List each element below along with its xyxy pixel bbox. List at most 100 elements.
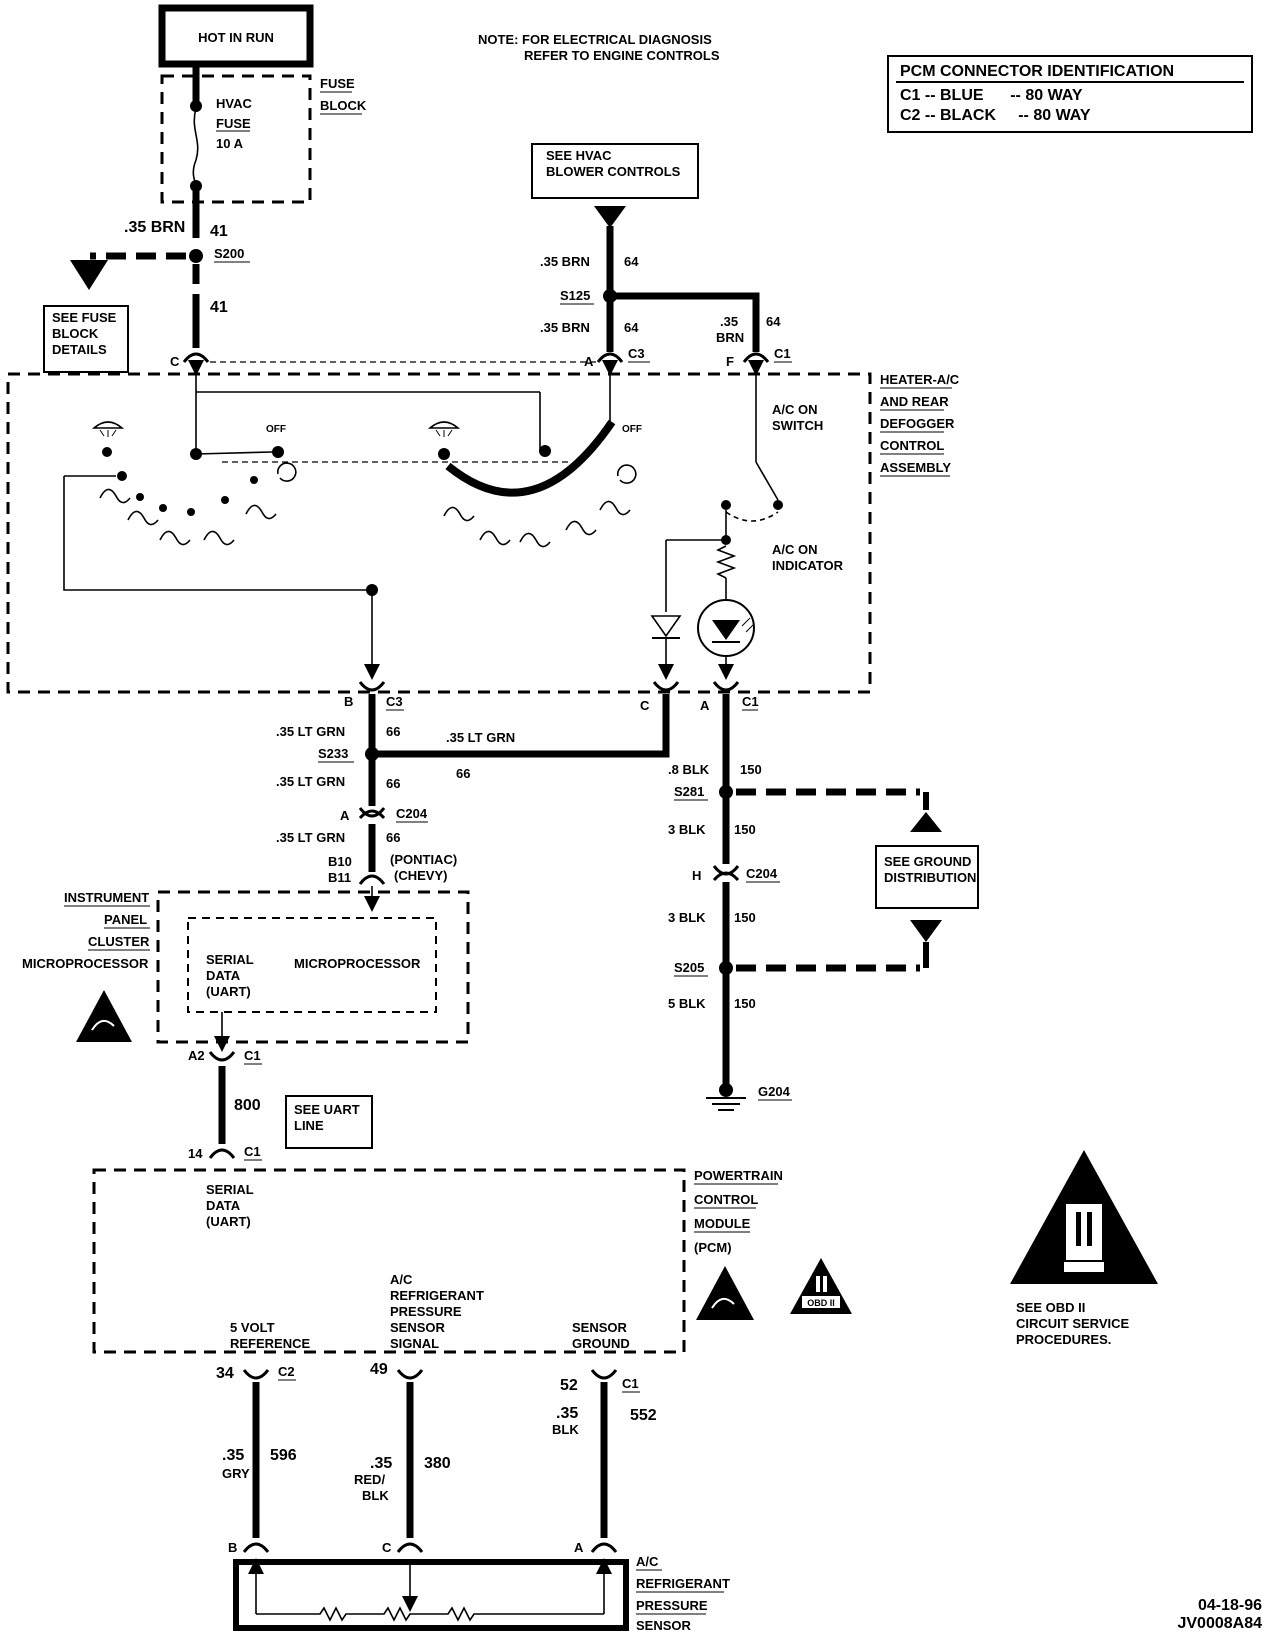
svg-text:MICROPROCESSOR: MICROPROCESSOR (294, 956, 421, 971)
svg-text:S200: S200 (214, 246, 244, 261)
svg-text:.35 BRN: .35 BRN (124, 219, 185, 236)
see-fuse-block-details: SEE FUSE BLOCK DETAILS (43, 305, 129, 373)
svg-text:66: 66 (386, 776, 400, 791)
svg-text:DISTRIBUTION: DISTRIBUTION (884, 870, 976, 885)
wire-800: A2 C1 800 14 C1 (188, 1048, 262, 1161)
sensor-wires: .35 GRY 596 .35 RED/ BLK 380 .35 BLK 552 (222, 1382, 657, 1538)
see-ground-distribution: SEE GROUND DISTRIBUTION (875, 845, 979, 909)
svg-text:.35: .35 (556, 1405, 578, 1422)
svg-text:SWITCH: SWITCH (772, 418, 823, 433)
svg-text:64: 64 (624, 254, 639, 269)
svg-text:A: A (700, 698, 710, 713)
svg-text:PROCEDURES.: PROCEDURES. (1016, 1332, 1111, 1347)
svg-text:.35 LT GRN: .35 LT GRN (276, 724, 345, 739)
svg-text:150: 150 (734, 996, 756, 1011)
svg-text:14: 14 (188, 1146, 203, 1161)
defrost-icon (427, 421, 461, 437)
svg-text:F: F (726, 354, 734, 369)
svg-text:B11: B11 (328, 870, 351, 885)
svg-text:C204: C204 (746, 866, 778, 881)
svg-text:SEE FUSE: SEE FUSE (52, 310, 117, 325)
svg-text:HEATER-A/C: HEATER-A/C (880, 372, 960, 387)
svg-text:S205: S205 (674, 960, 704, 975)
svg-text:MICROPROCESSOR: MICROPROCESSOR (22, 956, 149, 971)
svg-text:S233: S233 (318, 746, 348, 761)
hvac-fuse-label: HVAC (216, 96, 252, 111)
svg-text:POWERTRAIN: POWERTRAIN (694, 1168, 783, 1183)
svg-text:DATA: DATA (206, 1198, 241, 1213)
svg-text:PANEL: PANEL (104, 912, 147, 927)
svg-text:C2 -- BLACK -- 80 WAY: C2 -- BLACK -- 80 WAY (900, 107, 1091, 124)
svg-text:SERIAL: SERIAL (206, 952, 254, 967)
svg-text:.35 LT GRN: .35 LT GRN (446, 730, 515, 745)
svg-text:OBD II: OBD II (807, 1298, 835, 1308)
powertrain-control-module: SERIAL DATA (UART) POWERTRAIN CONTROL MO… (92, 1168, 783, 1354)
svg-text:3 BLK: 3 BLK (668, 822, 706, 837)
ac-on-switch: A/C ON SWITCH (721, 360, 823, 522)
fuse-block: FUSE BLOCK HVAC FUSE 10 A (160, 64, 367, 204)
svg-text:.35 LT GRN: .35 LT GRN (276, 830, 345, 845)
svg-text:G204: G204 (758, 1084, 791, 1099)
svg-text:C3: C3 (386, 694, 403, 709)
svg-text:.35 LT GRN: .35 LT GRN (276, 774, 345, 789)
svg-text:BLOWER CONTROLS: BLOWER CONTROLS (546, 164, 681, 179)
svg-text:FUSE: FUSE (320, 76, 355, 91)
mode-selector-wiring: OFF (63, 360, 572, 680)
pcm-pin-connectors: 34 C2 49 52 C1 (216, 1361, 640, 1394)
svg-text:150: 150 (734, 822, 756, 837)
svg-text:A/C ON: A/C ON (772, 542, 818, 557)
sensor-connectors: B C A (228, 1540, 618, 1555)
see-uart-line: SEE UART LINE (285, 1095, 373, 1149)
svg-text:(UART): (UART) (206, 1214, 251, 1229)
svg-text:380: 380 (424, 1455, 451, 1472)
mid-connectors: B C3 C A C1 (344, 681, 759, 713)
obd-ii-small-icon: OBD II (790, 1258, 852, 1314)
instrument-panel-cluster: INSTRUMENT PANEL CLUSTER MICROPROCESSOR … (22, 886, 470, 1052)
svg-text:A/C: A/C (390, 1272, 413, 1287)
svg-text:SIGNAL: SIGNAL (390, 1336, 439, 1351)
document-id: 04-18-96 JV0008A84 (1177, 1597, 1262, 1632)
svg-text:A2: A2 (188, 1048, 205, 1063)
svg-text:DETAILS: DETAILS (52, 342, 107, 357)
svg-text:B: B (228, 1540, 237, 1555)
svg-text:CIRCUIT SERVICE: CIRCUIT SERVICE (1016, 1316, 1129, 1331)
svg-text:INSTRUMENT: INSTRUMENT (64, 890, 149, 905)
svg-text:BLK: BLK (552, 1422, 579, 1437)
svg-text:SEE GROUND: SEE GROUND (884, 854, 971, 869)
svg-text:BLOCK: BLOCK (320, 98, 367, 113)
svg-text:66: 66 (386, 830, 400, 845)
ac-refrigerant-pressure-sensor: A/C REFRIGERANT PRESSURE SENSOR (233, 1554, 730, 1632)
svg-text:64: 64 (624, 320, 639, 335)
pcm-connector-table: PCM CONNECTOR IDENTIFICATION C1 -- BLUE … (887, 55, 1253, 133)
svg-text:CONTROL: CONTROL (694, 1192, 758, 1207)
svg-text:A/C ON: A/C ON (772, 402, 818, 417)
svg-text:JV0008A84: JV0008A84 (1177, 1615, 1262, 1632)
svg-text:3 BLK: 3 BLK (668, 910, 706, 925)
svg-text:.35 BRN: .35 BRN (540, 320, 590, 335)
wire-41: .35 BRN 41 S200 41 (70, 188, 250, 348)
defrost-icon (91, 421, 125, 437)
svg-text:(UART): (UART) (206, 984, 251, 999)
svg-text:SEE HVAC: SEE HVAC (546, 148, 612, 163)
svg-text:CONTROL: CONTROL (880, 438, 944, 453)
svg-text:DEFOGGER: DEFOGGER (880, 416, 955, 431)
svg-text:OFF: OFF (266, 424, 286, 435)
svg-text:INDICATOR: INDICATOR (772, 558, 844, 573)
svg-text:REFER TO ENGINE CONTROLS: REFER TO ENGINE CONTROLS (524, 48, 720, 63)
svg-text:150: 150 (740, 762, 762, 777)
svg-text:41: 41 (210, 223, 228, 240)
svg-text:REFERENCE: REFERENCE (230, 1336, 311, 1351)
blower-mode-icons (443, 500, 631, 548)
svg-text:PCM CONNECTOR IDENTIFICATION: PCM CONNECTOR IDENTIFICATION (900, 63, 1174, 80)
wire-66: .35 LT GRN 66 S233 .35 LT GRN 66 .35 LT … (276, 694, 670, 885)
see-hvac-blower-controls: SEE HVAC BLOWER CONTROLS (531, 143, 699, 228)
svg-text:66: 66 (456, 766, 470, 781)
top-connectors: C A C3 F C1 (170, 346, 792, 369)
svg-text:552: 552 (630, 1407, 657, 1424)
svg-text:(PONTIAC): (PONTIAC) (390, 852, 457, 867)
svg-text:C1: C1 (622, 1376, 639, 1391)
obd-ii-large-icon: SEE OBD II CIRCUIT SERVICE PROCEDURES. (1010, 1150, 1158, 1347)
svg-text:5 VOLT: 5 VOLT (230, 1320, 275, 1335)
svg-text:GROUND: GROUND (572, 1336, 630, 1351)
